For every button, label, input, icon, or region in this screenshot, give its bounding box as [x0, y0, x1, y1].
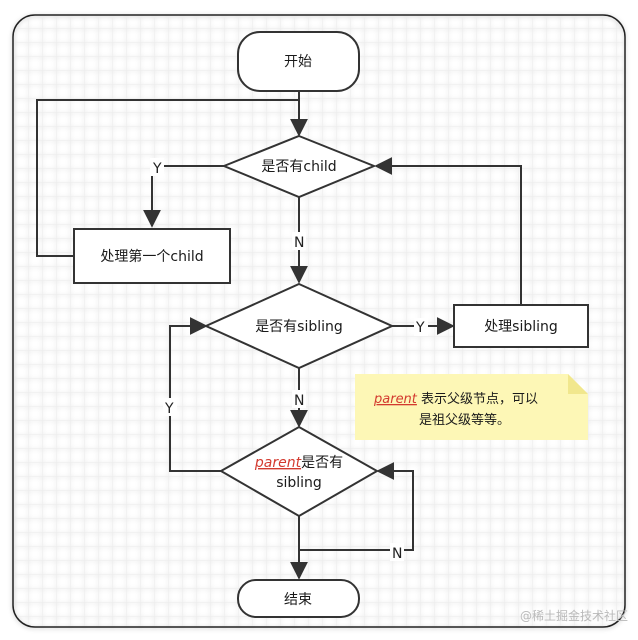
node-parent-rest: 是否有	[301, 455, 343, 471]
note-line2: 是祖父级等等。	[419, 412, 510, 428]
node-has-child[interactable]: 是否有child	[221, 134, 377, 199]
label-y-child: Y	[152, 161, 162, 177]
node-has-sibling[interactable]: 是否有sibling	[203, 282, 395, 370]
node-process-sibling[interactable]: 处理sibling	[453, 304, 589, 348]
label-n-child: N	[294, 235, 304, 251]
edge-process-sibling-loop	[374, 157, 522, 305]
node-process-child[interactable]: 处理第一个child	[73, 228, 231, 284]
node-start-label: 开始	[284, 54, 312, 70]
node-has-child-label: 是否有child	[261, 159, 336, 175]
node-parent-has-sibling-label-line2: sibling	[276, 475, 322, 491]
note-line1-rest: 表示父级节点，可以	[417, 392, 538, 407]
node-parent-has-sibling-label-line1: parent是否有	[254, 455, 343, 471]
sticky-note: parent 表示父级节点，可以 是祖父级等等。	[355, 374, 588, 440]
node-end-label: 结束	[284, 592, 312, 608]
node-parent-has-sibling[interactable]: parent是否有 sibling	[218, 425, 380, 518]
label-y-sibling: Y	[415, 320, 425, 336]
node-end[interactable]: 结束	[237, 579, 360, 618]
edge-parent-no-loop	[299, 462, 414, 551]
node-has-sibling-label: 是否有sibling	[255, 319, 343, 335]
node-process-sibling-label: 处理sibling	[484, 319, 558, 335]
node-process-child-label: 处理第一个child	[100, 248, 203, 265]
watermark-text: @稀土掘金技术社区	[520, 608, 628, 623]
note-parent-word: parent	[373, 392, 418, 407]
label-n-sibling: N	[294, 393, 304, 409]
label-n-parent: N	[392, 546, 402, 562]
label-y-parent: Y	[164, 401, 174, 417]
edge-process-child-loop	[36, 99, 299, 257]
note-line1: parent 表示父级节点，可以	[373, 392, 538, 407]
node-parent-word: parent	[254, 455, 302, 471]
node-start[interactable]: 开始	[237, 31, 360, 92]
